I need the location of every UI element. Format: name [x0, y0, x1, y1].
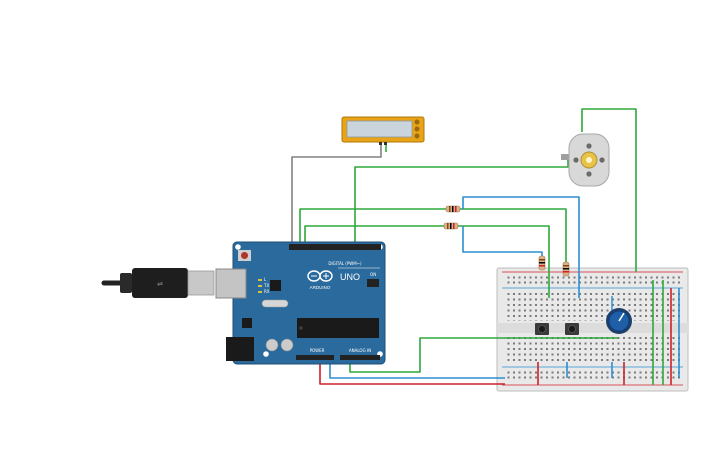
digital-header-label: DIGITAL (PWM~) — [328, 261, 362, 266]
wire-blue-2 — [462, 226, 543, 262]
wire-green-motor — [354, 160, 569, 246]
l-label: L — [264, 277, 267, 282]
wires — [291, 108, 680, 385]
arduino-uno-board[interactable]: UNO ARDUINO DIGITAL (PWM~) POWER ANALOG … — [215, 241, 386, 365]
resistor-icon[interactable] — [443, 222, 459, 230]
wire-green-r2 — [304, 225, 444, 246]
wire-green-pot — [349, 337, 618, 373]
lcd-display-icon[interactable] — [341, 116, 425, 145]
pushbutton-icon[interactable] — [535, 323, 549, 335]
dc-motor-icon[interactable] — [561, 133, 610, 187]
resistor-icon[interactable] — [538, 255, 546, 271]
wire-green-r1 — [299, 208, 446, 246]
usb-cable-icon: ⇌ — [101, 268, 215, 298]
analog-header-label: ANALOG IN — [349, 348, 371, 353]
wire-red-5v — [319, 360, 505, 385]
resistor-icon[interactable] — [445, 205, 461, 213]
arduino-model-text: UNO — [340, 272, 360, 282]
wire-green-r2b — [458, 225, 550, 298]
arduino-logo-icon — [307, 270, 333, 282]
pushbutton-icon[interactable] — [565, 323, 579, 335]
power-header-label: POWER — [310, 348, 325, 353]
breadboard[interactable] — [496, 267, 689, 392]
svg-text:⇌: ⇌ — [157, 280, 163, 288]
arduino-logo-text: ARDUINO — [310, 285, 331, 290]
potentiometer-icon[interactable] — [606, 308, 632, 334]
tx-label: TX — [263, 283, 269, 288]
wire-blue-gnd — [329, 360, 505, 379]
rx-label: RX — [264, 289, 270, 294]
wire-gray-lcd — [291, 143, 382, 246]
wire-blue-1 — [462, 196, 580, 298]
wire-green-r1b — [460, 208, 567, 262]
wire-green-motor-rail — [581, 108, 637, 272]
on-label: ON — [370, 272, 376, 277]
resistor-icon[interactable] — [562, 261, 570, 277]
